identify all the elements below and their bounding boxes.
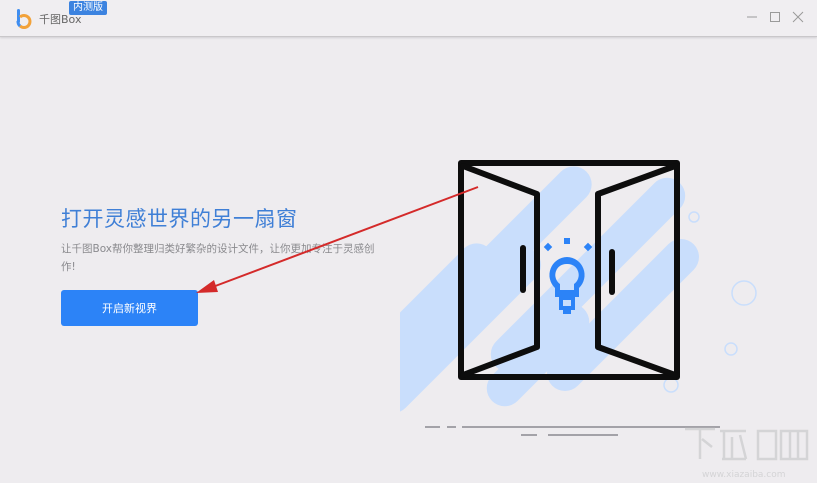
- app-name: 千图Box: [39, 13, 82, 26]
- app-logo-icon: [16, 9, 32, 29]
- decorative-stripes-icon: [400, 166, 699, 417]
- title-bar: 千图Box 内测版: [0, 0, 817, 37]
- open-door-illustration: [400, 160, 757, 436]
- minimize-icon[interactable]: [745, 10, 759, 24]
- svg-text:www.xiazaiba.com: www.xiazaiba.com: [702, 470, 786, 480]
- description: 让千图Box帮你整理归类好繁杂的设计文件，让你更加专注于灵感创作!: [61, 243, 375, 273]
- headline: 打开灵感世界的另一扇窗: [61, 207, 298, 231]
- close-icon[interactable]: [791, 10, 805, 24]
- watermark-logo: www.xiazaiba.com: [685, 427, 809, 480]
- maximize-icon[interactable]: [768, 10, 782, 24]
- beta-badge: 内测版: [69, 1, 107, 15]
- decorative-circles-icon: [663, 211, 757, 393]
- open-new-vision-button[interactable]: 开启新视界: [61, 290, 198, 326]
